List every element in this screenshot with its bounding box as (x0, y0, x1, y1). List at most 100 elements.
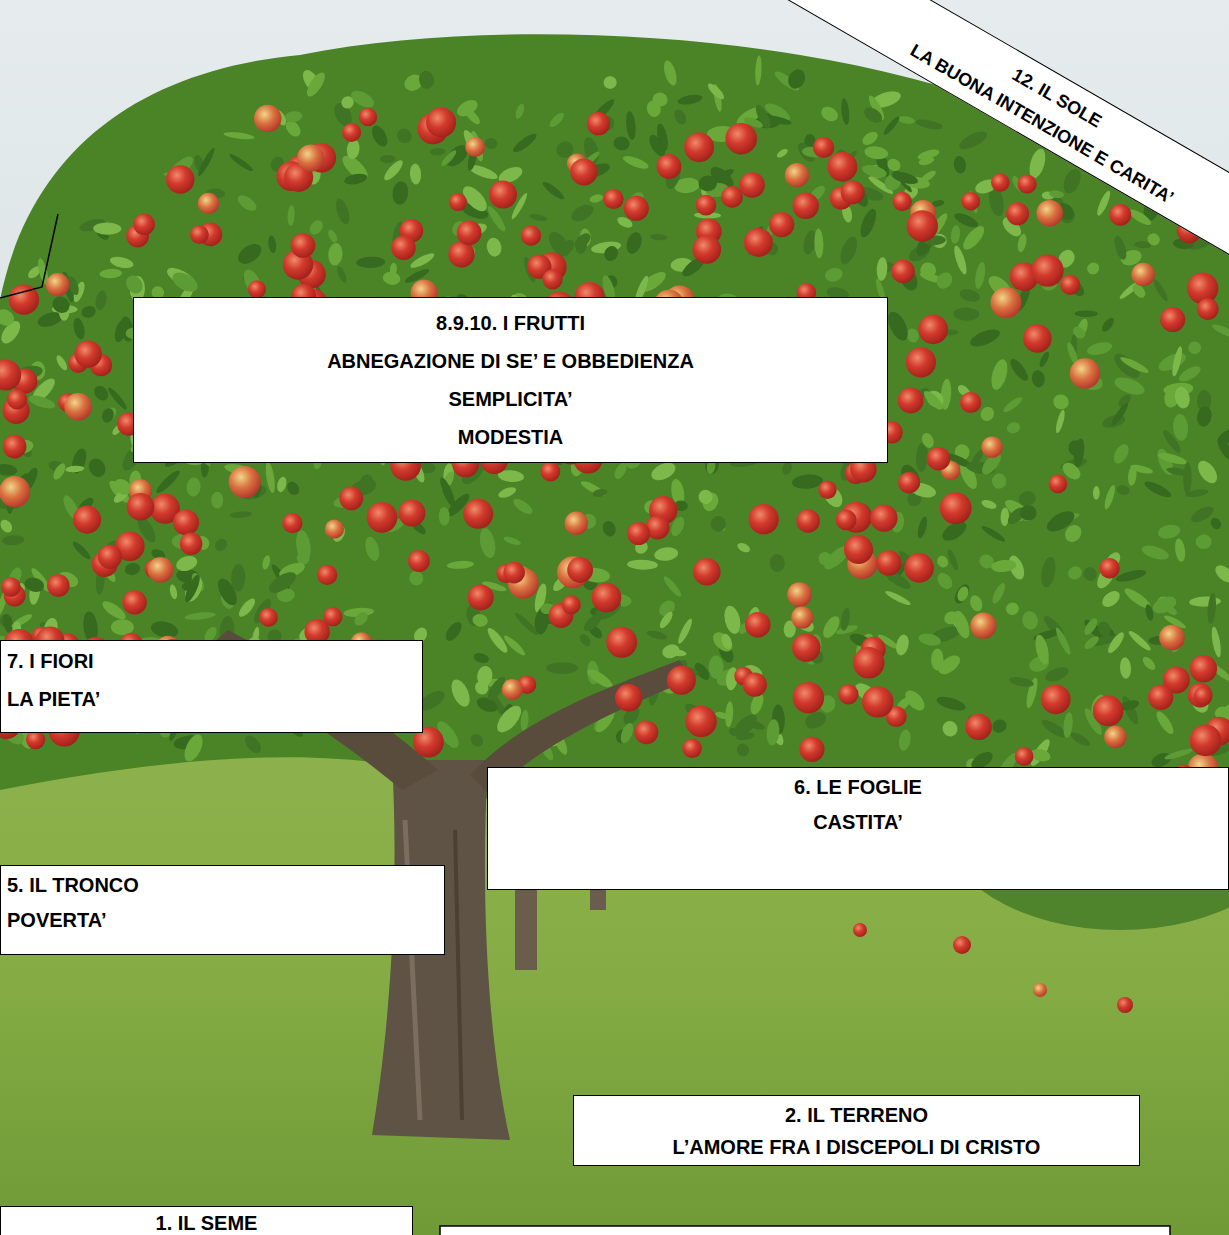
leaf (861, 104, 885, 126)
apple (791, 607, 813, 629)
leaf (363, 535, 382, 562)
leaf (93, 222, 121, 235)
leaf (602, 75, 617, 90)
leaf (876, 257, 888, 281)
leaf (1020, 505, 1037, 521)
leaf (287, 205, 295, 226)
leaf (111, 619, 134, 635)
leaf (1187, 341, 1202, 355)
leaf (819, 104, 841, 124)
apple (148, 557, 174, 583)
leaf (612, 135, 630, 151)
apple (862, 686, 893, 717)
leaf (1043, 664, 1070, 684)
canopy (0, 34, 1229, 882)
leaf (169, 584, 179, 600)
label-box: 8.9.10. I FRUTTIABNEGAZIONE DI SE’ E OBB… (133, 297, 888, 463)
leaf (1127, 465, 1137, 486)
leaf (503, 535, 522, 547)
leaf (1033, 633, 1051, 665)
leaf (1066, 564, 1085, 582)
leaf (213, 536, 230, 553)
apple (291, 233, 316, 258)
leaf (1194, 457, 1221, 486)
apple (325, 519, 344, 538)
leaf (23, 576, 46, 594)
leaf (946, 548, 960, 571)
apple (793, 682, 824, 713)
leaf (1195, 405, 1213, 428)
grass (0, 690, 1229, 1235)
apple (960, 392, 981, 413)
leaf (1119, 355, 1150, 376)
leaf (80, 304, 97, 319)
leaf (196, 147, 217, 178)
leaf (380, 155, 395, 163)
leaf (1049, 189, 1065, 199)
leaf (1069, 730, 1092, 748)
leaf (267, 235, 277, 253)
leaf (1172, 413, 1189, 441)
apple (359, 108, 377, 126)
leaf (1072, 438, 1086, 468)
leaf (214, 576, 241, 609)
leaf (627, 559, 658, 570)
box-heading: 8.9.10. I FRUTTI (142, 304, 879, 342)
leaf (579, 479, 607, 499)
apple (542, 269, 562, 289)
leaf (696, 487, 716, 507)
apple (606, 627, 637, 658)
apple (1160, 307, 1185, 332)
apple (1018, 174, 1037, 193)
leaf (991, 473, 1007, 490)
leaf (85, 455, 108, 480)
leaf (485, 204, 508, 233)
leaf (1112, 374, 1147, 398)
label-box: 6. LE FOGLIECASTITA’ (487, 767, 1229, 890)
apple (1049, 475, 1068, 494)
leaf (1140, 543, 1170, 562)
leaf (71, 540, 93, 562)
leaf (1112, 234, 1129, 261)
leaf (285, 479, 302, 497)
leaf (94, 290, 108, 311)
leaf (65, 465, 85, 473)
leaf (990, 581, 1008, 605)
apple (693, 558, 721, 586)
apple (1187, 273, 1218, 304)
leaf (980, 524, 1006, 544)
apple (502, 679, 523, 700)
leaf (1151, 278, 1170, 303)
apple (721, 186, 743, 208)
leaf (113, 318, 130, 343)
leaf (653, 546, 678, 562)
leaf (1157, 523, 1182, 540)
leaf (546, 662, 578, 674)
apple (73, 505, 101, 533)
leaf (902, 687, 928, 714)
leaf (578, 632, 593, 648)
leaf (957, 128, 990, 153)
leaf (968, 326, 1002, 350)
apple (1033, 983, 1047, 997)
leaf (1081, 565, 1099, 583)
leaf (49, 293, 72, 316)
apple (796, 509, 820, 533)
leaf (951, 609, 973, 640)
leaf (106, 386, 129, 412)
apple (891, 260, 915, 284)
apple (1194, 687, 1213, 706)
apple (667, 666, 696, 695)
leaf (326, 228, 339, 244)
apple (1197, 298, 1219, 320)
leaf (1082, 616, 1100, 637)
apple (133, 214, 155, 236)
leaf (1145, 231, 1162, 248)
leaf (816, 549, 835, 568)
leaf (897, 115, 915, 125)
leaf (472, 651, 490, 665)
leaf (0, 463, 18, 477)
leaf (735, 742, 751, 759)
apple (836, 510, 857, 531)
